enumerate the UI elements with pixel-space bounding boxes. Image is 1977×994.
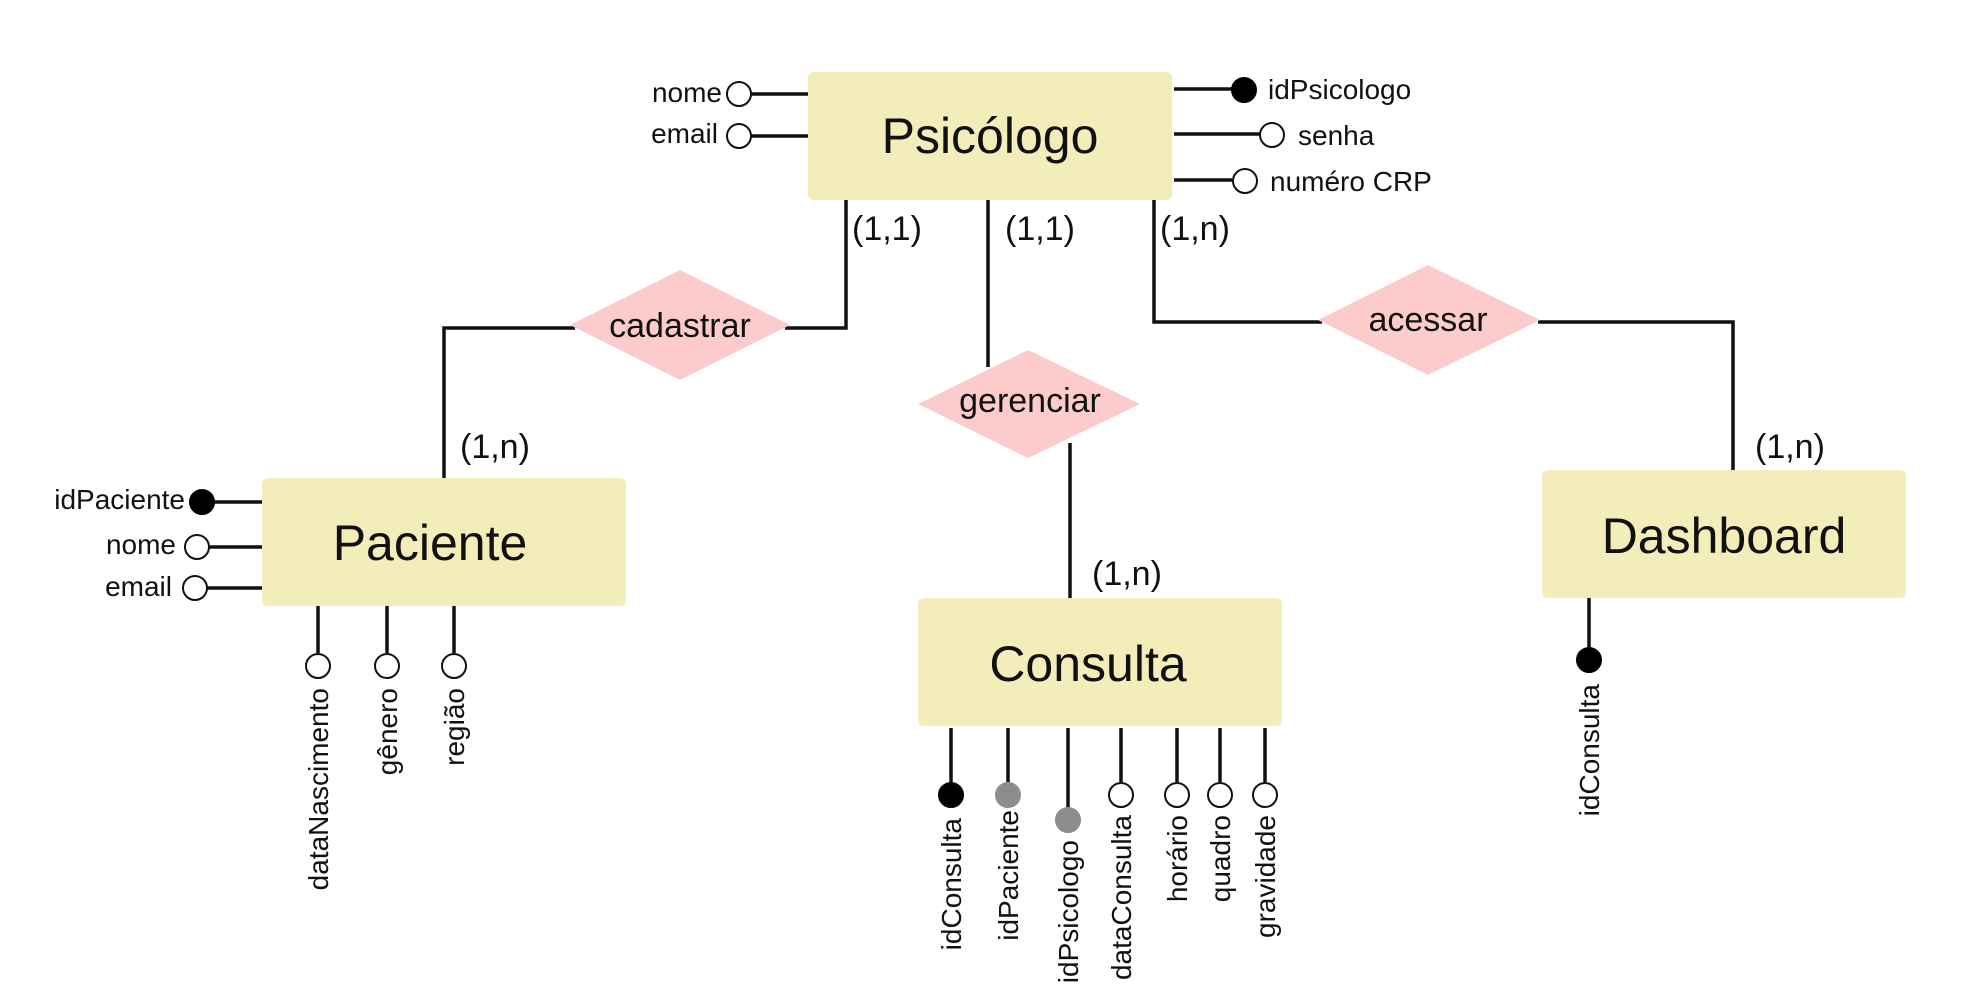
attribute-label: região (439, 688, 470, 766)
connector-psicologo-cadastrar (785, 200, 848, 330)
attribute-paciente-email: email (105, 571, 262, 602)
attribute-psicologo-numero-crp: numéro CRP (1174, 166, 1432, 197)
relationship-connectors (442, 200, 1735, 598)
entity-dashboard: Dashboard (1542, 470, 1906, 598)
attribute-label: horário (1162, 815, 1193, 902)
relationship-gerenciar: gerenciar (918, 350, 1140, 458)
attribute-paciente-idPaciente: idPaciente (54, 484, 262, 515)
connector-psicologo-acessar (1152, 200, 1322, 324)
attribute-consulta-quadro: quadro (1205, 728, 1236, 902)
attribute-paciente-regiao: região (439, 606, 470, 766)
attribute-label: idPsicologo (1268, 74, 1411, 105)
attribute-label: gênero (372, 688, 403, 775)
entity-dashboard-label: Dashboard (1602, 508, 1847, 564)
attribute-label: nome (106, 529, 176, 560)
psicologo-attributes: nome email idPsicologo senha numéro CRP (651, 74, 1432, 197)
attribute-consulta-idPsicologo: idPsicologo (1053, 728, 1084, 983)
attribute-psicologo-email: email (651, 118, 808, 149)
attribute-consulta-horario: horário (1162, 728, 1193, 902)
consulta-attributes: idConsulta idPaciente idPsicologo dataCo… (936, 728, 1281, 983)
attribute-label: idConsulta (1574, 684, 1605, 817)
paciente-attributes: idPaciente nome email dataNascimento gên… (54, 484, 470, 890)
entity-consulta-label: Consulta (989, 636, 1187, 692)
attribute-label: senha (1298, 120, 1375, 151)
cardinalities: (1,1) (1,1) (1,n) (1,n) (1,n) (1,n) (460, 210, 1825, 593)
attribute-label: idPsicologo (1053, 840, 1084, 983)
cardinality-psicologo-acessar: (1,n) (1160, 210, 1230, 248)
cardinality-consulta-gerenciar: (1,n) (1092, 555, 1162, 593)
attribute-dashboard-idConsulta: idConsulta (1574, 598, 1605, 816)
attribute-label: email (105, 571, 172, 602)
entity-psicologo-label: Psicólogo (882, 108, 1099, 164)
attribute-psicologo-senha: senha (1174, 120, 1375, 151)
attribute-label: idConsulta (936, 818, 967, 951)
attribute-paciente-dataNascimento: dataNascimento (303, 606, 334, 890)
attribute-label: email (651, 118, 718, 149)
relationship-gerenciar-label: gerenciar (959, 382, 1101, 420)
cardinality-psicologo-cadastrar: (1,1) (852, 210, 922, 248)
attribute-label: dataConsulta (1106, 815, 1137, 980)
attribute-psicologo-idPsicologo: idPsicologo (1174, 74, 1411, 105)
entity-consulta: Consulta (918, 598, 1282, 726)
attribute-paciente-genero: gênero (372, 606, 403, 775)
entity-paciente-label: Paciente (333, 515, 528, 571)
attribute-consulta-gravidade: gravidade (1250, 728, 1281, 938)
relationship-cadastrar-label: cadastrar (609, 307, 751, 345)
relationship-acessar-label: acessar (1368, 301, 1487, 339)
attribute-label: idPaciente (993, 810, 1024, 941)
cardinality-dashboard-acessar: (1,n) (1755, 428, 1825, 466)
connector-cadastrar-paciente (442, 326, 575, 480)
relationship-cadastrar: cadastrar (570, 270, 790, 380)
attribute-label: nome (652, 77, 722, 108)
attribute-consulta-dataConsulta: dataConsulta (1106, 728, 1137, 980)
attribute-psicologo-nome: nome (652, 77, 808, 108)
attribute-paciente-nome: nome (106, 529, 262, 560)
connector-acessar-dashboard (1538, 320, 1735, 472)
cardinality-paciente-cadastrar: (1,n) (460, 428, 530, 466)
attribute-label: quadro (1205, 815, 1236, 902)
attribute-label: idPaciente (54, 484, 185, 515)
entity-paciente: Paciente (262, 478, 626, 606)
attribute-label: numéro CRP (1270, 166, 1432, 197)
cardinality-psicologo-gerenciar: (1,1) (1005, 210, 1075, 248)
attribute-label: gravidade (1250, 815, 1281, 938)
attribute-consulta-idPaciente: idPaciente (993, 728, 1024, 941)
relationship-acessar: acessar (1318, 265, 1540, 375)
attribute-consulta-idConsulta: idConsulta (936, 728, 967, 950)
attribute-label: dataNascimento (303, 688, 334, 890)
dashboard-attributes: idConsulta (1574, 598, 1605, 816)
entity-psicologo: Psicólogo (808, 72, 1172, 200)
